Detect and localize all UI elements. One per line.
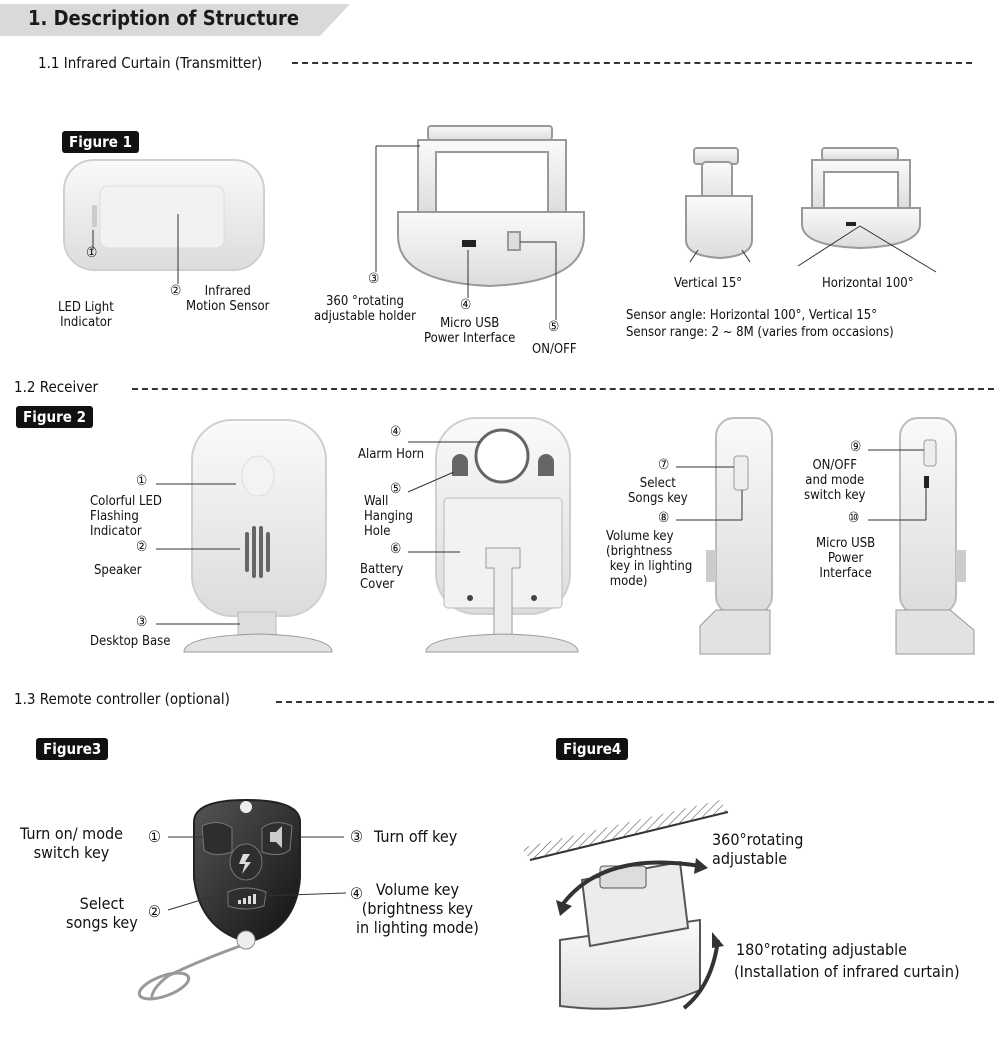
label-infrared-motion-sensor: Infrared Motion Sensor xyxy=(186,284,270,314)
label-installation: (Installation of infrared curtain) xyxy=(734,962,960,981)
label-horizontal-angle: Horizontal 100° xyxy=(822,276,914,291)
section-title-transmitter: 1.1 Infrared Curtain (Transmitter) xyxy=(38,54,263,72)
page-title: 1. Description of Structure xyxy=(28,6,300,30)
callout-number: ③ xyxy=(350,827,363,846)
callout-number: ⑨ xyxy=(850,439,862,455)
label-turn-off-key: Turn off key xyxy=(374,827,458,846)
section-divider xyxy=(132,388,994,390)
label-alarm-horn: Alarm Horn xyxy=(358,447,425,462)
callout-number: ⑥ xyxy=(390,541,402,557)
label-led-light-indicator: LED Light Indicator xyxy=(58,300,114,330)
label-360-rotating: 360°rotating adjustable xyxy=(712,830,804,868)
label-180-rotating: 180°rotating adjustable xyxy=(736,940,908,959)
callout-number: ③ xyxy=(368,271,380,287)
callout-number: ④ xyxy=(350,884,363,903)
receiver-back-drawing xyxy=(407,417,579,653)
transmitter-front-drawing xyxy=(63,159,265,284)
label-on-off: ON/OFF xyxy=(532,342,577,357)
callout-number: ⑤ xyxy=(390,481,402,497)
remote-controller-drawing xyxy=(137,798,347,1001)
callout-number: ② xyxy=(148,902,161,921)
label-select-songs-remote: Select songs key xyxy=(66,894,138,932)
section-title-receiver: 1.2 Receiver xyxy=(14,378,99,396)
sensor-range-text: Sensor range: 2 ~ 8M (varies from occasi… xyxy=(626,325,894,340)
receiver-front-drawing xyxy=(156,419,333,653)
section-divider xyxy=(276,701,994,703)
label-on-off-mode-switch: ON/OFF and mode switch key xyxy=(804,458,866,503)
callout-number: ② xyxy=(170,283,182,299)
callout-number: ⑧ xyxy=(658,510,670,526)
callout-number: ④ xyxy=(390,424,402,440)
label-wall-hanging-hole: Wall Hanging Hole xyxy=(364,494,413,539)
horizontal-angle-drawing xyxy=(797,147,937,273)
label-turn-on-mode: Turn on/ mode switch key xyxy=(20,824,123,862)
label-colorful-led: Colorful LED Flashing Indicator xyxy=(90,494,162,539)
section-title-remote: 1.3 Remote controller (optional) xyxy=(14,690,230,708)
transmitter-holder-drawing xyxy=(375,125,585,320)
callout-number: ⑤ xyxy=(548,319,560,335)
callout-number: ① xyxy=(86,245,98,261)
figure-1-badge: Figure 1 xyxy=(62,131,140,153)
label-micro-usb-receiver: Micro USB Power Interface xyxy=(816,536,876,581)
label-volume-key-remote: Volume key (brightness key in lighting m… xyxy=(356,880,479,937)
callout-number: ⑦ xyxy=(658,457,670,473)
callout-number: ③ xyxy=(136,614,148,630)
label-select-songs-key: Select Songs key xyxy=(628,476,688,506)
callout-number: ② xyxy=(136,539,148,555)
label-speaker: Speaker xyxy=(94,563,142,578)
vertical-angle-drawing xyxy=(685,147,753,263)
label-vertical-angle: Vertical 15° xyxy=(674,276,743,291)
figure-4-badge: Figure4 xyxy=(556,738,629,760)
figure-3-badge: Figure3 xyxy=(36,738,109,760)
callout-number: ④ xyxy=(460,297,472,313)
receiver-side-b-drawing xyxy=(868,417,975,655)
label-rotating-holder: 360 °rotating adjustable holder xyxy=(314,294,416,324)
figure-2-badge: Figure 2 xyxy=(16,406,94,428)
section-header-bar xyxy=(0,4,350,36)
installation-drawing xyxy=(522,800,729,1010)
callout-number: ① xyxy=(136,473,148,489)
label-volume-key: Volume key (brightness key in lighting m… xyxy=(606,529,693,589)
callout-number: ⑩ xyxy=(848,510,860,526)
label-desktop-base: Desktop Base xyxy=(90,634,171,649)
label-battery-cover: Battery Cover xyxy=(360,562,404,592)
sensor-angle-text: Sensor angle: Horizontal 100°, Vertical … xyxy=(626,308,878,323)
section-divider xyxy=(292,62,972,64)
callout-number: ① xyxy=(148,827,161,846)
label-micro-usb: Micro USB Power Interface xyxy=(424,316,516,346)
